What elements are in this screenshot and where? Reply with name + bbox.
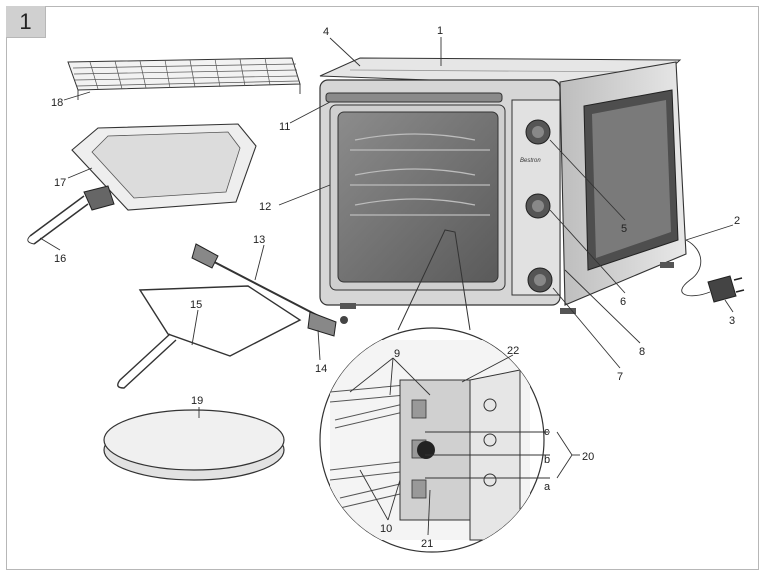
callout-12: 12 (259, 201, 271, 213)
magnified-detail (319, 229, 545, 553)
callout-labels: 1 2 3 4 5 6 7 8 9 10 11 12 13 14 15 16 1… (51, 25, 740, 550)
callout-b: b (544, 454, 550, 466)
callout-19: 19 (191, 395, 203, 407)
oven: Bestron (319, 57, 745, 314)
callout-c: c (544, 426, 550, 438)
callout-a: a (544, 481, 551, 493)
callout-2: 2 (734, 215, 740, 227)
plug (707, 275, 737, 303)
leader-lines (39, 37, 734, 536)
callout-21: 21 (421, 538, 433, 550)
callout-20: 20 (582, 451, 594, 463)
callout-3: 3 (729, 315, 735, 327)
callout-1: 1 (437, 25, 443, 37)
callout-6: 6 (620, 296, 626, 308)
pizza-stone (103, 409, 285, 481)
callout-8: 8 (639, 346, 645, 358)
figure-frame (6, 6, 759, 570)
callout-7: 7 (617, 371, 623, 383)
callout-22: 22 (507, 345, 519, 357)
callout-11: 11 (279, 121, 290, 133)
callout-10: 10 (380, 523, 392, 535)
figure-number-tab: 1 (6, 6, 46, 38)
callout-4: 4 (323, 26, 329, 38)
power-cord (681, 239, 711, 297)
rotisserie-spit (191, 243, 348, 337)
tray-handle (27, 185, 115, 245)
callout-17: 17 (54, 177, 66, 189)
callout-9: 9 (394, 348, 400, 360)
callout-14: 14 (315, 363, 327, 375)
callout-5: 5 (621, 223, 627, 235)
wire-rack (67, 57, 301, 100)
brand-logo: Bestron (520, 158, 541, 164)
callout-18: 18 (51, 97, 63, 109)
callout-13: 13 (253, 234, 265, 246)
baking-tray (71, 123, 257, 211)
rotisserie-handle (117, 285, 302, 389)
callout-16: 16 (54, 253, 66, 265)
callout-15: 15 (190, 299, 202, 311)
